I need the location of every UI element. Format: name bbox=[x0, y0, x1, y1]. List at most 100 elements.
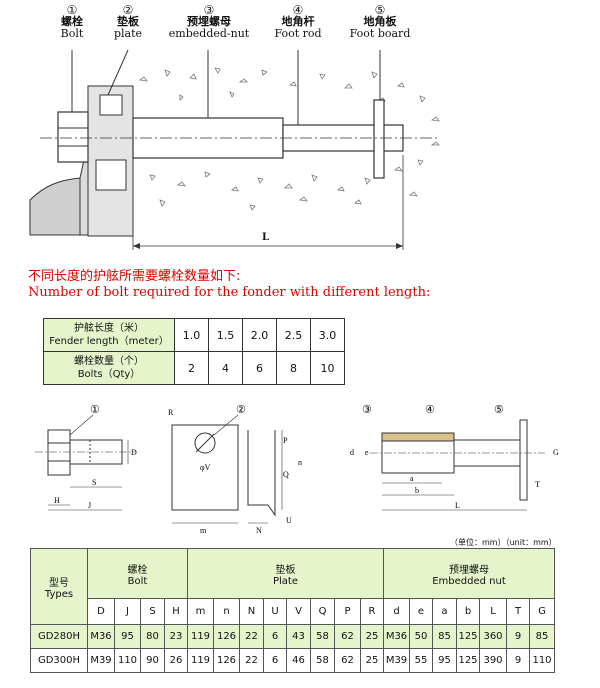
value-cell: 26 bbox=[164, 648, 188, 673]
length-cell: 2.0 bbox=[242, 318, 277, 352]
value-cell: 6 bbox=[263, 648, 287, 673]
value-cell: 80 bbox=[140, 624, 165, 649]
column-header: Q bbox=[310, 598, 335, 625]
value-cell: 110 bbox=[114, 648, 141, 673]
value-cell: 119 bbox=[187, 624, 214, 649]
plate-detail-front bbox=[171, 424, 239, 524]
value-cell: 43 bbox=[286, 624, 311, 649]
column-header: e bbox=[409, 598, 433, 625]
bolt-header: 螺栓 Bolt bbox=[87, 548, 188, 599]
value-cell: 126 bbox=[213, 648, 240, 673]
nut-header-cn: 预埋螺母 bbox=[449, 564, 489, 576]
detail-drawings: S J H D ① R φV m ② N U P Q n a b L T d e… bbox=[35, 404, 559, 535]
note-cn: 不同长度的护舷所需要螺栓数量如下: bbox=[28, 269, 241, 284]
column-header: m bbox=[187, 598, 214, 625]
value-cell: 50 bbox=[409, 624, 433, 649]
value-cell: 390 bbox=[479, 648, 507, 673]
bolt-count-cell: 4 bbox=[208, 351, 243, 385]
bolt-detail bbox=[35, 429, 135, 511]
mark-T: T bbox=[535, 480, 540, 489]
value-cell: M39 bbox=[383, 648, 410, 673]
label-plate-cn: 垫板 bbox=[117, 15, 139, 28]
nut-header: 预埋螺母 Embedded nut bbox=[383, 548, 555, 599]
mark-b: b bbox=[415, 486, 419, 495]
mark-c4: ④ bbox=[425, 404, 435, 416]
value-cell: 58 bbox=[310, 648, 335, 673]
value-cell: 22 bbox=[239, 624, 264, 649]
unit-note: （单位：mm）（unit：mm） bbox=[450, 538, 557, 547]
mark-e: e bbox=[365, 448, 369, 457]
value-cell: 125 bbox=[456, 624, 480, 649]
column-header: T bbox=[506, 598, 530, 625]
table-row: 型号 Types 螺栓 Bolt 垫板 Plate 预埋螺母 Embedded … bbox=[30, 548, 555, 625]
label-nut-en: embedded-nut bbox=[168, 27, 250, 40]
dimension-L: L bbox=[262, 232, 270, 243]
column-header: N bbox=[239, 598, 264, 625]
mark-P: P bbox=[283, 436, 288, 445]
bolt-header-cn: 螺栓 bbox=[127, 564, 148, 576]
value-cell: 119 bbox=[187, 648, 214, 673]
bolt-count-cell: 6 bbox=[242, 351, 277, 385]
callout-4: ④ bbox=[292, 3, 304, 17]
concrete-speckles bbox=[138, 67, 440, 211]
label-nut-cn: 预埋螺母 bbox=[187, 15, 231, 28]
column-header: S bbox=[140, 598, 165, 625]
row-header-length: 护舷长度（米） Fender length（meter） bbox=[43, 318, 175, 352]
label-board-en: Foot board bbox=[349, 27, 411, 40]
value-cell: 62 bbox=[334, 624, 361, 649]
column-header: L bbox=[479, 598, 507, 625]
column-header: U bbox=[263, 598, 287, 625]
value-cell: 55 bbox=[409, 648, 433, 673]
type-cell: GD300H bbox=[30, 648, 88, 673]
mark-c3: ③ bbox=[362, 404, 372, 416]
value-cell: 46 bbox=[286, 648, 311, 673]
value-cell: M39 bbox=[87, 648, 115, 673]
column-header: D bbox=[87, 598, 115, 625]
value-cell: 25 bbox=[360, 624, 384, 649]
column-header: V bbox=[286, 598, 311, 625]
length-cell: 1.0 bbox=[174, 318, 209, 352]
label-rod-cn: 地角杆 bbox=[281, 15, 315, 28]
type-header-cn: 型号 bbox=[49, 577, 69, 589]
mark-R: R bbox=[168, 408, 174, 417]
label-bolt: ① 螺栓 Bolt bbox=[50, 4, 94, 40]
value-cell: 62 bbox=[334, 648, 361, 673]
mark-m: m bbox=[200, 526, 207, 535]
label-plate-en: plate bbox=[113, 27, 143, 40]
callout-2: ② bbox=[122, 3, 134, 17]
mark-d: d bbox=[350, 448, 354, 457]
row-header-bolts: 螺栓数量（个） Bolts（Qty） bbox=[43, 351, 175, 385]
mark-c5: ⑤ bbox=[494, 404, 504, 416]
length-cell: 1.5 bbox=[208, 318, 243, 352]
row-header-length-en: Fender length（meter） bbox=[49, 336, 169, 347]
value-cell: 85 bbox=[432, 624, 457, 649]
value-cell: 95 bbox=[114, 624, 141, 649]
mark-U: U bbox=[286, 516, 292, 525]
label-foot-rod: ④ 地角杆 Foot rod bbox=[266, 4, 330, 40]
column-header: a bbox=[432, 598, 457, 625]
value-cell: 95 bbox=[432, 648, 457, 673]
value-cell: 90 bbox=[140, 648, 165, 673]
assembly-drawing bbox=[29, 49, 440, 250]
column-header: n bbox=[213, 598, 240, 625]
spec-table: 型号 Types 螺栓 Bolt 垫板 Plate 预埋螺母 Embedded … bbox=[30, 548, 555, 673]
type-header-en: Types bbox=[44, 588, 74, 600]
mark-phiV: φV bbox=[200, 463, 211, 472]
value-cell: 125 bbox=[456, 648, 480, 673]
callout-5: ⑤ bbox=[374, 3, 386, 17]
value-cell: M36 bbox=[87, 624, 115, 649]
label-bolt-cn: 螺栓 bbox=[61, 15, 83, 28]
bolt-count-cell: 10 bbox=[310, 351, 345, 385]
value-cell: 360 bbox=[479, 624, 507, 649]
mark-L: L bbox=[455, 501, 460, 510]
label-bolt-en: Bolt bbox=[60, 27, 84, 40]
note-en: Number of bolt required for the fonder w… bbox=[28, 285, 431, 300]
label-plate: ② 垫板 plate bbox=[103, 4, 153, 40]
value-cell: M36 bbox=[383, 624, 410, 649]
mark-c1: ① bbox=[90, 404, 100, 416]
mark-S: S bbox=[92, 478, 96, 487]
value-cell: 58 bbox=[310, 624, 335, 649]
bolt-header-en: Bolt bbox=[127, 575, 148, 587]
plate-header-cn: 垫板 bbox=[275, 564, 296, 576]
